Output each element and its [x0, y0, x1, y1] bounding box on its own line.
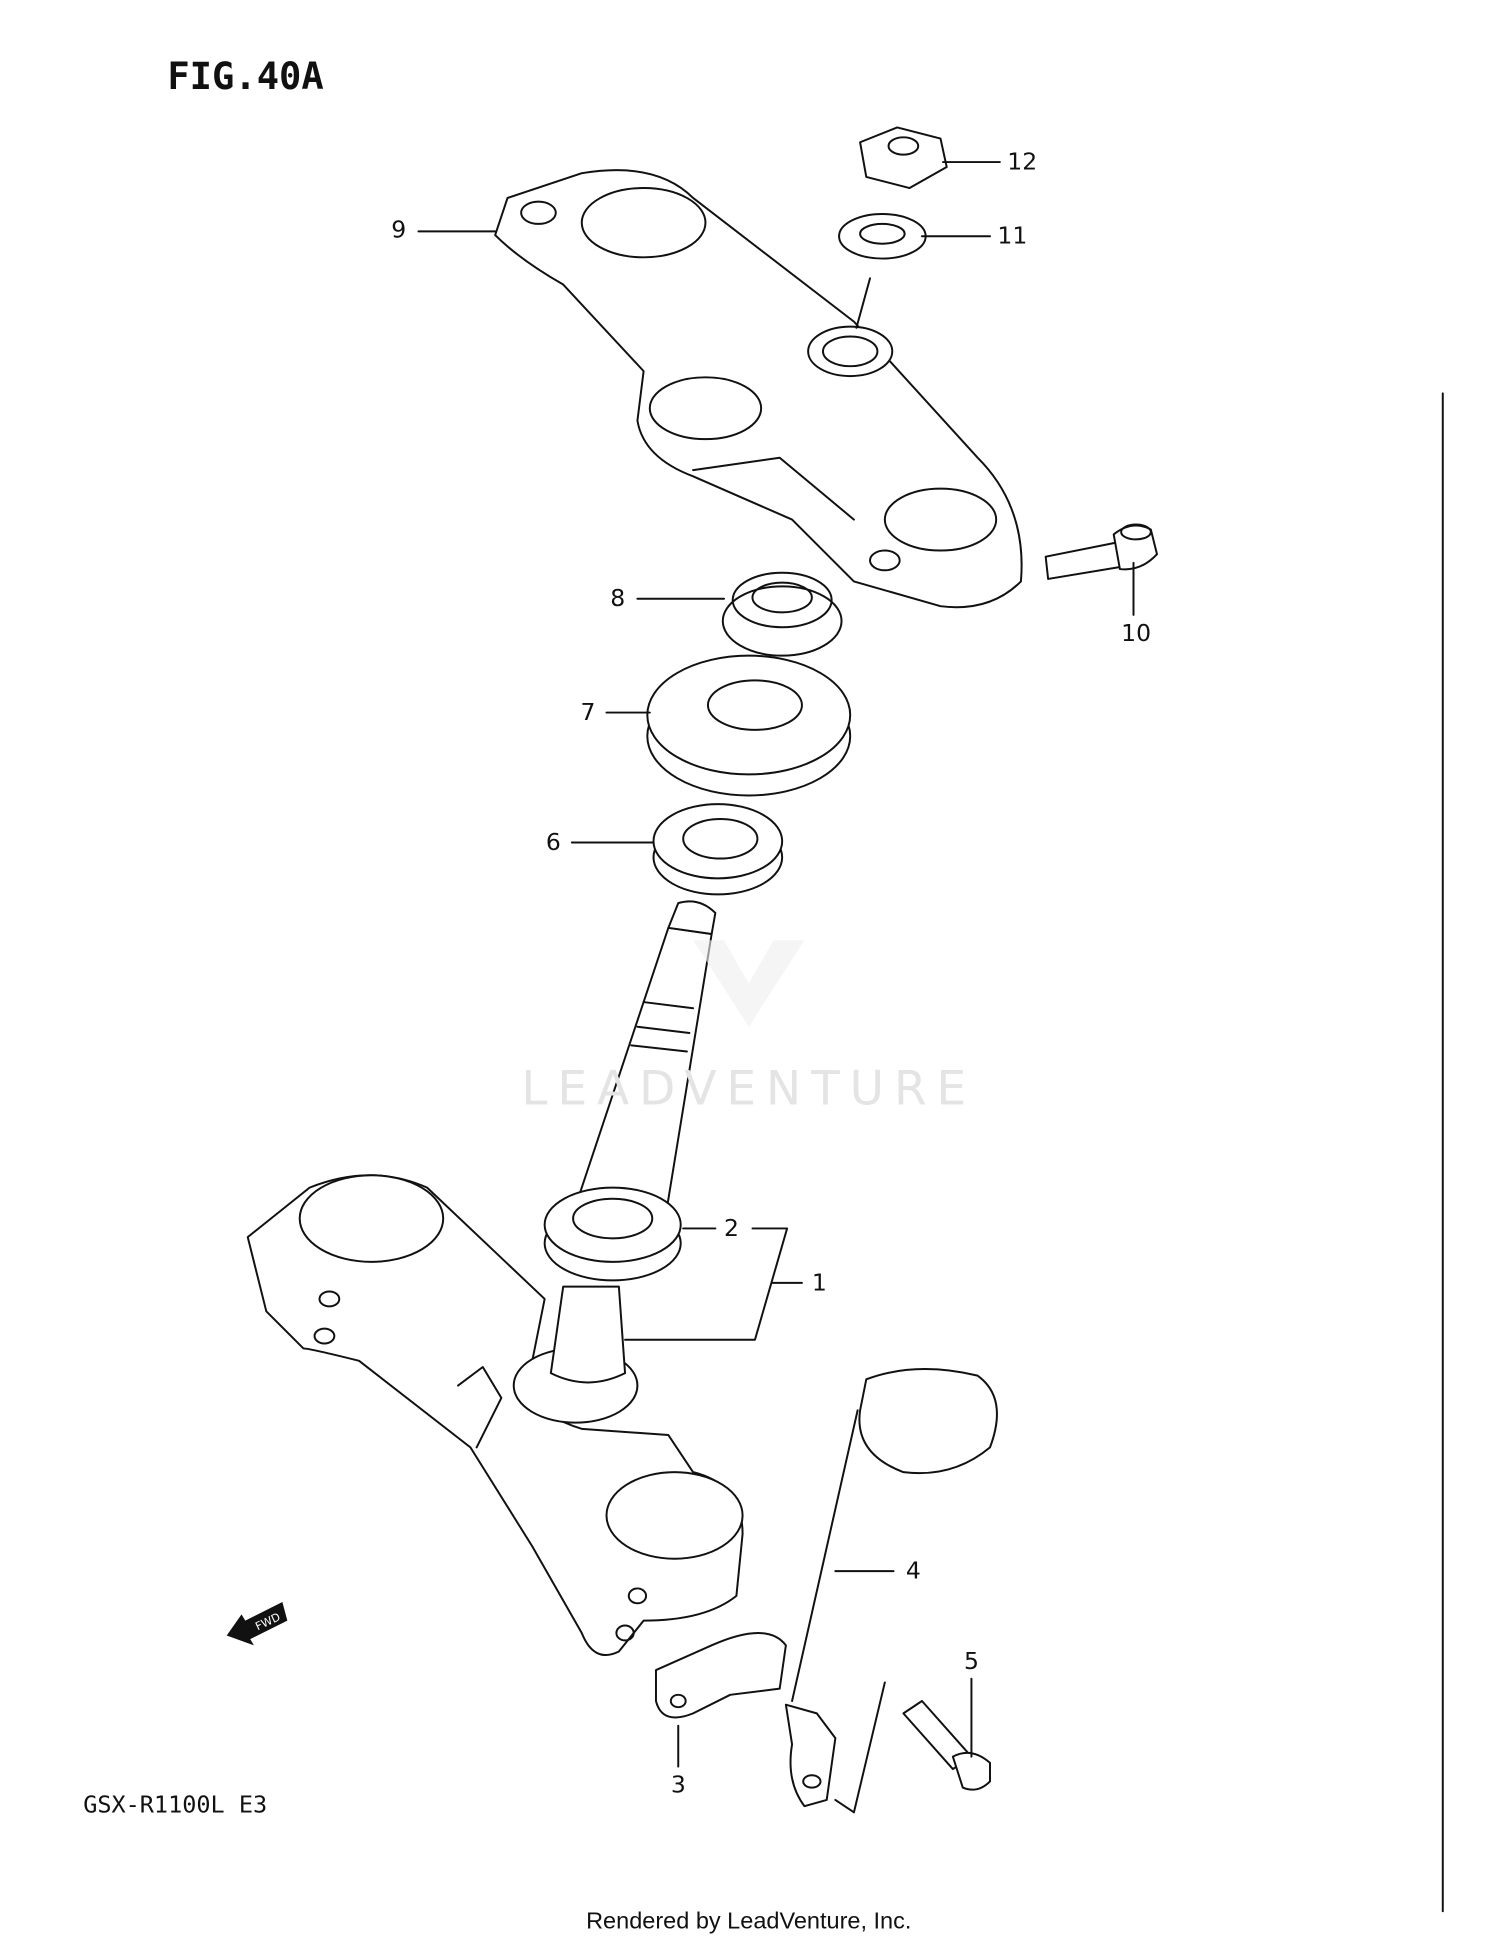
model-label: GSX-R1100L E3 — [83, 1790, 267, 1818]
watermark: LEADVENTURE — [521, 940, 976, 1117]
part-8-ring-nut — [721, 571, 843, 657]
leader-lines — [417, 161, 1135, 1768]
figure-title: FIG.40A — [167, 55, 323, 98]
callout-6: 6 — [546, 828, 561, 856]
callout-11: 11 — [997, 222, 1027, 250]
callout-1: 1 — [812, 1268, 827, 1296]
part-7-dust-cover — [646, 654, 852, 797]
part-11-washer — [838, 213, 927, 329]
credit-text: Rendered by LeadVenture, Inc. — [586, 1908, 911, 1934]
part-1-steering-stem — [246, 900, 744, 1656]
part-2-bearing — [543, 1186, 682, 1282]
callout-12: 12 — [1007, 147, 1037, 175]
part-3-clamp — [654, 1631, 787, 1719]
part-5-bolt — [834, 1681, 991, 1814]
fwd-arrow-icon: FWD — [226, 1602, 288, 1646]
callout-2: 2 — [724, 1214, 739, 1242]
part-6-bearing — [652, 803, 784, 896]
watermark-text: LEADVENTURE — [521, 1062, 976, 1117]
callout-8: 8 — [610, 584, 625, 612]
callout-3: 3 — [671, 1771, 686, 1799]
callout-5: 5 — [964, 1647, 979, 1675]
callout-4: 4 — [906, 1557, 921, 1585]
callout-10: 10 — [1121, 619, 1151, 647]
part-10-bolt — [1044, 523, 1158, 580]
part-9-upper-bracket — [494, 169, 1023, 609]
part-12-nut — [859, 126, 948, 190]
part-4-hose-guide — [784, 1368, 998, 1808]
callout-7: 7 — [581, 698, 596, 726]
callout-9: 9 — [391, 216, 406, 244]
